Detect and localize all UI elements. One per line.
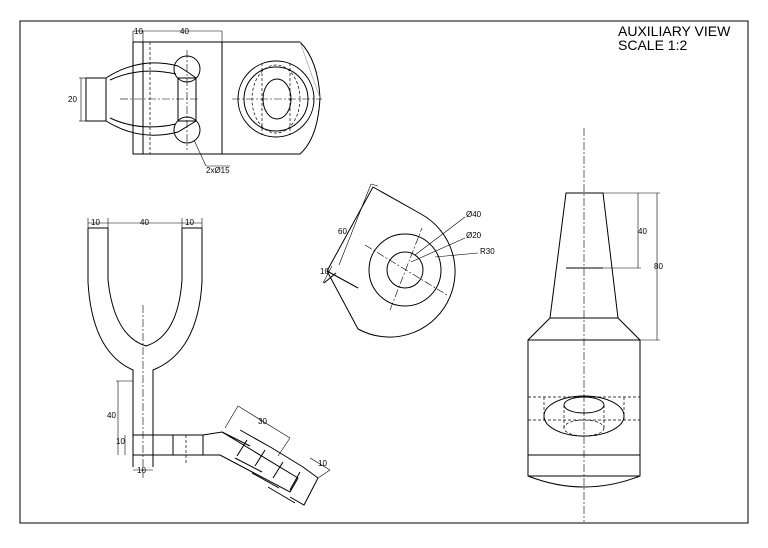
sheet-border: [19, 20, 749, 524]
view-title: AUXILIARY VIEW: [618, 23, 731, 39]
front-dim-40: 40: [140, 218, 149, 227]
side-dim-80: 80: [654, 262, 663, 271]
side-view: 40 80: [527, 128, 663, 522]
top-dim-40: 40: [180, 27, 189, 36]
top-dim-20: 20: [68, 95, 77, 104]
aux-radius-30: R30: [480, 247, 495, 256]
front-dim-10-left: 10: [91, 218, 100, 227]
front-dim-10-bottom: 10: [137, 466, 146, 475]
aux-dim-60: 60: [338, 227, 347, 236]
top-dim-10: 10: [134, 27, 143, 36]
scale-label: SCALE 1:2: [618, 37, 688, 53]
aux-dia-40: Ø40: [466, 210, 482, 219]
front-view: 10 40 10 40 10 10 30 10: [87, 218, 331, 506]
front-dim-40-stem: 40: [107, 411, 116, 420]
side-dim-40: 40: [638, 227, 647, 236]
aux-outline: [326, 186, 456, 338]
aux-dim-10: 10: [320, 267, 329, 276]
auxiliary-view: 60 10 Ø40 Ø20 R30: [320, 183, 495, 338]
aux-feature-dim-30: 30: [258, 417, 267, 426]
aux-feature-dim-10: 10: [318, 459, 327, 468]
front-dim-10-stem: 10: [116, 437, 125, 446]
aux-dia-20: Ø20: [466, 231, 482, 240]
top-holes-note: 2xØ15: [206, 166, 230, 175]
top-body-outline: [132, 41, 321, 155]
front-dim-10-right: 10: [185, 218, 194, 227]
top-view: 10 40 20 2xØ15: [68, 27, 322, 175]
